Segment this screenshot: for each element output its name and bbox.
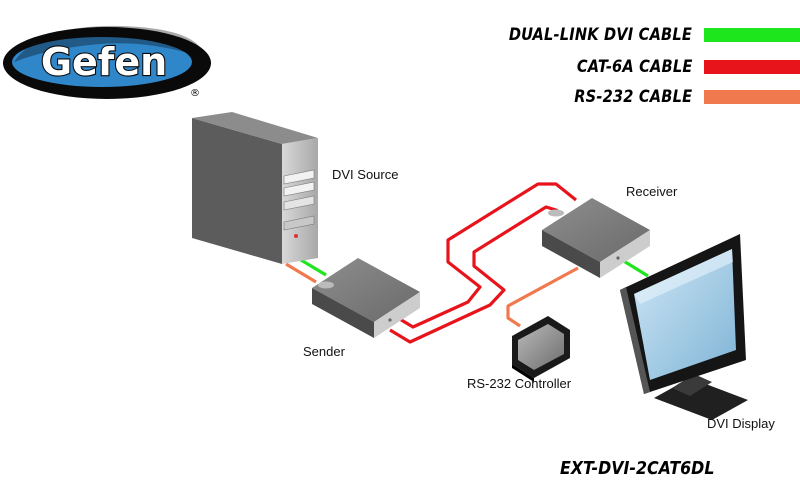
legend-row-cat6a: CAT-6A CABLE — [558, 56, 800, 78]
legend-swatch-green — [704, 28, 800, 42]
legend-label-dual-link-dvi: DUAL-LINK DVI CABLE — [508, 25, 692, 45]
legend-label-rs232: RS-232 CABLE — [573, 87, 692, 107]
receiver-label: Receiver — [626, 184, 678, 199]
dvi-source-label: DVI Source — [332, 167, 399, 182]
rs232-cable-source — [285, 262, 317, 284]
model-number: EXT-DVI-2CAT6DL — [560, 458, 715, 479]
cat6a-cable-1 — [397, 182, 577, 329]
sender-label: Sender — [303, 344, 345, 359]
rs232-controller-device — [512, 316, 570, 382]
legend-swatch-orange — [704, 90, 800, 104]
rs232-cables — [285, 262, 579, 328]
sender-box — [312, 258, 420, 338]
dvi-display — [620, 234, 748, 420]
legend-label-cat6a: CAT-6A CABLE — [576, 57, 692, 77]
brand-wordmark: Gefen — [41, 40, 167, 84]
registered-mark: ® — [190, 88, 200, 99]
cat6a-cable-2 — [389, 205, 563, 344]
rs232-controller-label: RS-232 Controller — [467, 376, 572, 391]
gefen-logo: Gefen ® — [3, 25, 211, 99]
cat6a-cable-pair — [389, 182, 577, 344]
legend-row-rs232: RS-232 CABLE — [555, 86, 800, 108]
receiver-box — [542, 198, 650, 278]
rs232-cable-receiver — [506, 266, 579, 328]
legend-swatch-red — [704, 60, 800, 74]
legend-row-dual-link-dvi: DUAL-LINK DVI CABLE — [479, 24, 800, 46]
dvi-source-tower — [192, 112, 318, 264]
dvi-display-label: DVI Display — [707, 416, 775, 431]
dvi-cable-display — [621, 258, 649, 278]
